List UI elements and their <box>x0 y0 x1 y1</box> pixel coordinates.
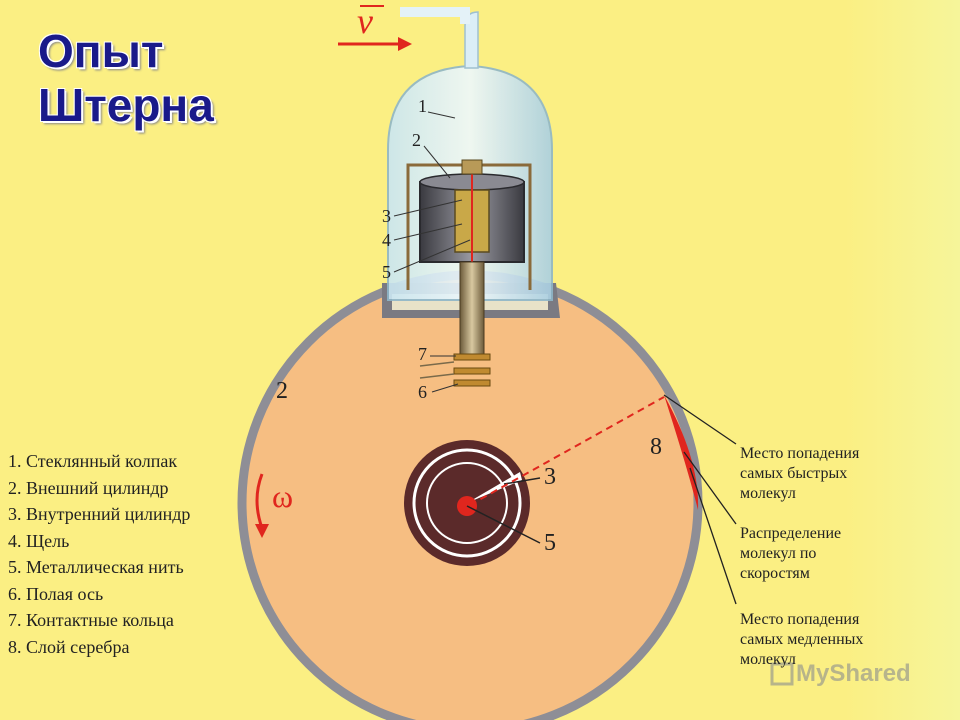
note-line: молекул по <box>740 545 817 562</box>
legend-item: 5. Металлическая нить <box>8 557 184 577</box>
legend-item: 4. Щель <box>8 530 70 551</box>
note-slow-molecules: Место попадения самых медленных молекул <box>740 610 863 670</box>
rotation-arrow <box>255 473 264 529</box>
inner-label-5: 5 <box>544 530 556 556</box>
watermark-text: MyShared <box>796 660 911 687</box>
velocity-symbol: v <box>357 1 373 41</box>
inner-cylinder-slit <box>467 472 522 503</box>
bell-label-5: 5 <box>382 262 391 282</box>
hollow-axis <box>459 261 485 361</box>
outer-cylinder-label: 2 <box>276 378 288 404</box>
legend-item: 3. Внутренний цилиндр <box>8 504 191 524</box>
title-line-1: Опыт <box>38 25 164 77</box>
note-line: Распределение <box>740 525 842 542</box>
legend-item: 8. Слой серебра <box>8 636 130 657</box>
legend-item: 2. Внешний цилиндр <box>8 477 169 498</box>
note-line: скоростям <box>740 565 810 582</box>
legend-item: 1. Стеклянный колпак <box>8 451 178 471</box>
watermark: MyShared <box>770 660 911 688</box>
omega-symbol: ω <box>272 478 294 514</box>
note-line: самых быстрых <box>740 465 848 482</box>
note-pointers <box>663 394 737 605</box>
rotation-arrow-head <box>255 524 269 538</box>
watermark-icon <box>770 662 794 686</box>
contact-ring-3 <box>453 379 491 387</box>
title-line-2: Штерна <box>38 79 214 131</box>
bell-label-2: 2 <box>412 130 421 150</box>
bell-label-4: 4 <box>382 230 391 250</box>
note-fast-molecules: Место попадения самых быстрых молекул <box>740 444 859 504</box>
note-line: Место попадения <box>740 611 860 628</box>
legend-item: 7. Контактные кольца <box>8 610 174 630</box>
contact-wires <box>419 361 455 379</box>
contact-ring-2 <box>453 367 491 375</box>
contact-ring-1 <box>453 353 491 361</box>
velocity-arrow-head <box>398 37 412 51</box>
molecular-beam <box>469 396 665 506</box>
pump-tube-top <box>400 7 470 24</box>
note-distribution: Распределение молекул по скоростям <box>740 524 841 584</box>
page-title: Опыт Штерна <box>38 24 214 132</box>
note-line: молекул <box>740 651 796 668</box>
bell-label-3: 3 <box>382 206 391 226</box>
top-bearing <box>461 159 483 175</box>
legend: 1. Стеклянный колпак 2. Внешний цилиндр … <box>8 448 190 660</box>
note-line: Место попадения <box>740 445 860 462</box>
inner-label-3: 3 <box>544 464 556 490</box>
leader-3 <box>503 477 541 485</box>
bell-label-6: 6 <box>418 382 427 402</box>
bell-label-7: 7 <box>418 344 427 364</box>
legend-item: 6. Полая ось <box>8 583 104 604</box>
note-line: молекул <box>740 485 796 502</box>
note-line: самых медленных <box>740 631 864 648</box>
silver-label: 8 <box>650 434 662 460</box>
inner-ring-white-2 <box>426 462 508 544</box>
leader-5 <box>466 505 541 544</box>
bell-label-1: 1 <box>418 96 427 116</box>
inner-ring-white <box>412 448 522 558</box>
bell-leader-lines <box>393 111 471 393</box>
